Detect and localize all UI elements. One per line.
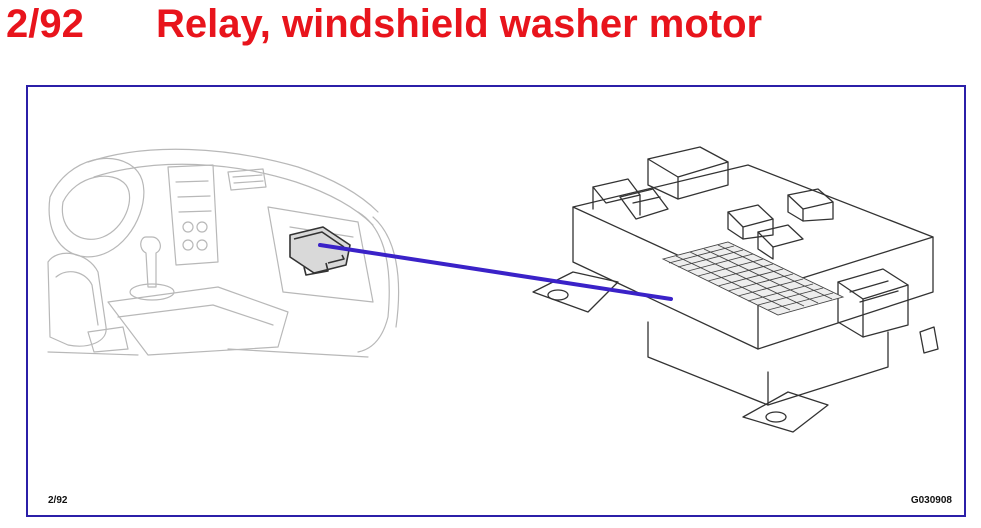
diagram-frame: 2/92 G030908 xyxy=(26,85,966,517)
figure-reference-code: 2/92 xyxy=(48,495,68,506)
pointer-line xyxy=(318,243,673,301)
diagram-canvas xyxy=(47,146,939,433)
car-dashboard-icon xyxy=(47,148,400,358)
fuse-grid-icon xyxy=(661,241,845,316)
page-heading: 2/92 Relay, windshield washer motor xyxy=(0,0,981,50)
relay-marker-icon xyxy=(289,226,351,276)
figure-drawing-number: G030908 xyxy=(910,495,952,506)
component-code: 2/92 xyxy=(6,2,84,46)
component-title: Relay, windshield washer motor xyxy=(156,2,763,46)
